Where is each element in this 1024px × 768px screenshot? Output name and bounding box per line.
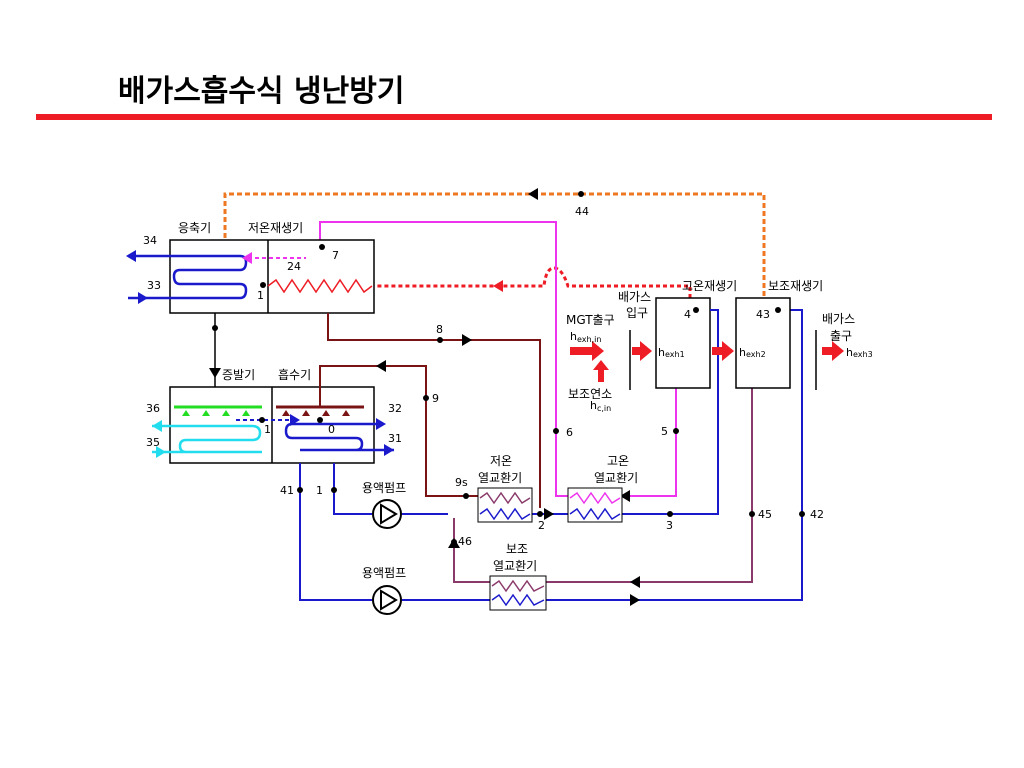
- h-exh1: hexh1: [658, 346, 685, 359]
- aux-heat-exchanger: [489, 575, 547, 611]
- strong-solution-line: [319, 313, 541, 508]
- point-1a: 1: [257, 289, 264, 302]
- point-9: 9: [432, 392, 439, 405]
- ltg-hx-label-1: 저온: [490, 454, 512, 468]
- evaporator-absorber-unit: [152, 386, 394, 464]
- point-43: 43: [756, 308, 770, 321]
- exhaust-steam-line: [270, 266, 692, 298]
- point-1c: 1: [316, 484, 323, 497]
- point-4: 4: [684, 308, 691, 321]
- evaporator-label: 증발기: [222, 368, 255, 382]
- htg-hx-label-1: 고온: [607, 454, 629, 468]
- point-32: 32: [388, 402, 402, 415]
- exhaust-inlet-label-2: 입구: [626, 306, 648, 320]
- point-46: 46: [458, 535, 472, 548]
- point-35: 35: [146, 436, 160, 449]
- high-temp-heat-exchanger: [567, 487, 623, 523]
- pump-1-label: 용액펌프: [362, 481, 406, 495]
- aux-gen-label: 보조재생기: [768, 279, 823, 293]
- condensate-drop-line: [209, 313, 221, 387]
- enthalpy-labels: hexh,in hc,in hexh1 hexh2 hexh3: [570, 330, 873, 413]
- component-labels: 응축기 저온재생기 증발기 흡수기 고온재생기 보조재생기 저온 열교환기 고온…: [178, 221, 855, 580]
- condenser-label: 응축기: [178, 221, 211, 235]
- point-31: 31: [388, 432, 402, 445]
- h-c-in: hc,in: [590, 399, 611, 413]
- point-41: 41: [280, 484, 294, 497]
- htg-hx-label-2: 열교환기: [594, 471, 638, 485]
- exhaust-inlet-label-1: 배가스: [618, 290, 651, 304]
- mgt-outlet-label: MGT출구: [566, 313, 615, 327]
- exhaust-outlet-label-2: 출구: [830, 329, 852, 343]
- point-24: 24: [287, 260, 301, 273]
- aux-generator: [735, 297, 817, 390]
- page-title: 배가스흡수식 냉난방기: [118, 74, 405, 109]
- condenser-ltg-unit: [126, 239, 375, 314]
- high-temp-generator: [629, 297, 718, 390]
- point-45: 45: [758, 508, 772, 521]
- htg-label: 고온재생기: [682, 279, 737, 293]
- point-36: 36: [146, 402, 160, 415]
- h-exh2: hexh2: [739, 346, 766, 359]
- solution-pump-1: [372, 499, 402, 529]
- point-7: 7: [332, 249, 339, 262]
- point-34: 34: [143, 234, 157, 247]
- point-0: 0: [328, 423, 335, 436]
- point-44: 44: [575, 205, 589, 218]
- point-2: 2: [538, 519, 545, 532]
- mid-solution-line: [448, 385, 755, 588]
- condensate-line-44: [223, 188, 766, 298]
- point-42: 42: [810, 508, 824, 521]
- ltg-hx-label-2: 열교환기: [478, 471, 522, 485]
- aux-hx-label-2: 열교환기: [493, 559, 537, 573]
- h-exh-in: hexh,in: [570, 330, 601, 344]
- point-33: 33: [147, 279, 161, 292]
- absorber-label: 흡수기: [278, 368, 311, 382]
- exhaust-outlet-label-1: 배가스: [822, 312, 855, 326]
- aux-combustion-label: 보조연소: [568, 387, 612, 401]
- exhaust-arrows: [570, 341, 844, 382]
- h-exh3: hexh3: [846, 346, 873, 359]
- point-8: 8: [436, 323, 443, 336]
- point-5: 5: [661, 425, 668, 438]
- aux-hx-label-1: 보조: [506, 542, 528, 556]
- ltg-label: 저온재생기: [248, 221, 303, 235]
- point-6: 6: [566, 426, 573, 439]
- point-3: 3: [666, 519, 673, 532]
- title-underline: [36, 114, 992, 120]
- state-point-labels: 44 34 33 7 24 1 8 9 4 43 36 35 1 0 32 31…: [143, 205, 824, 548]
- point-9s: 9s: [455, 476, 468, 489]
- pump-2-label: 용액펌프: [362, 566, 406, 580]
- low-temp-heat-exchanger: [477, 487, 533, 523]
- point-1b: 1: [264, 423, 271, 436]
- solution-pump-2: [372, 585, 402, 615]
